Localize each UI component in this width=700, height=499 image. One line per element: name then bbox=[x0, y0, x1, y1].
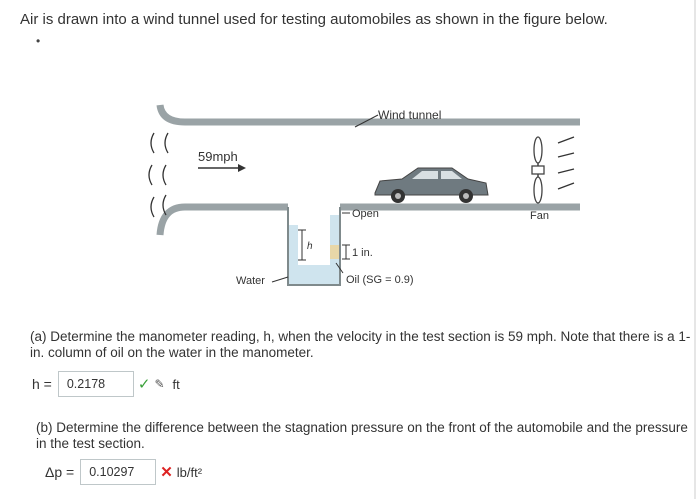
car-icon bbox=[374, 167, 489, 203]
speed-label: 59mph bbox=[198, 149, 238, 164]
manometer bbox=[271, 207, 350, 286]
bullet: • bbox=[36, 34, 41, 48]
wind-tunnel-figure: Wind tunnel 59mph Open Fan Water h 1 in.… bbox=[148, 104, 580, 287]
wind-tunnel-label: Wind tunnel bbox=[378, 108, 441, 122]
inflow-arrows-icon bbox=[148, 132, 169, 218]
question-intro: Air is drawn into a wind tunnel used for… bbox=[20, 11, 608, 28]
part-b-answer-label: Δp = bbox=[45, 464, 75, 480]
part-b-answer-input[interactable]: 0.10297 bbox=[80, 459, 157, 485]
h-label: h bbox=[307, 241, 313, 252]
scrollbar-track[interactable] bbox=[694, 0, 696, 499]
speed-arrow-icon bbox=[198, 164, 246, 172]
part-a-answer-label: h = bbox=[32, 376, 52, 392]
open-label: Open bbox=[352, 208, 379, 220]
pencil-icon[interactable]: ✎ bbox=[154, 377, 165, 391]
tunnel-bottom-wall bbox=[156, 203, 580, 236]
fan-label: Fan bbox=[530, 210, 549, 222]
oil-label: Oil (SG = 0.9) bbox=[346, 274, 414, 286]
part-a-text: (a) Determine the manometer reading, h, … bbox=[30, 329, 691, 360]
water-label: Water bbox=[236, 275, 265, 287]
check-icon: ✓ bbox=[137, 376, 151, 393]
part-b-answer-row: Δp = 0.10297 ✕ lb/ft² bbox=[45, 459, 202, 485]
part-a-answer-row: h = 0.2178 ✓ ✎ ft bbox=[32, 371, 180, 397]
oil-column bbox=[330, 245, 339, 259]
part-b-unit: lb/ft² bbox=[176, 464, 203, 480]
part-a-answer-input[interactable]: 0.2178 bbox=[57, 371, 134, 397]
outflow-arrows-icon bbox=[557, 136, 575, 190]
oil-height-label: 1 in. bbox=[352, 247, 373, 259]
x-icon: ✕ bbox=[160, 464, 173, 481]
fan-icon bbox=[531, 136, 545, 204]
tunnel-top-wall bbox=[156, 104, 580, 126]
water-fill bbox=[289, 265, 339, 284]
part-a-unit: ft bbox=[172, 376, 180, 392]
part-b-text: (b) Determine the difference between the… bbox=[36, 420, 688, 451]
